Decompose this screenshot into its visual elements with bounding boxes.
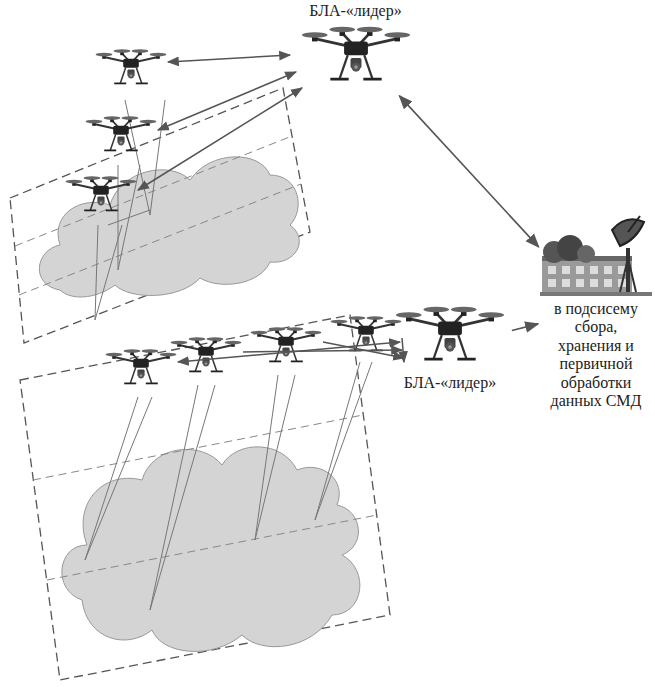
leader-drone: БЛА-«лидер»	[390, 300, 510, 392]
leader-label: БЛА-«лидер»	[283, 2, 428, 20]
drone-icon	[301, 20, 411, 94]
data-link	[399, 96, 538, 247]
ground-station-icon	[540, 208, 652, 298]
station-label: в подсисему сбора, хранения и первичной …	[546, 300, 646, 410]
leader-drone: БЛА-«лидер»	[283, 2, 428, 94]
drone-icon	[395, 300, 505, 374]
data-link	[512, 324, 538, 331]
leader-label: БЛА-«лидер»	[390, 374, 510, 392]
ground-station: в подсисему сбора, хранения и первичной …	[540, 208, 652, 410]
